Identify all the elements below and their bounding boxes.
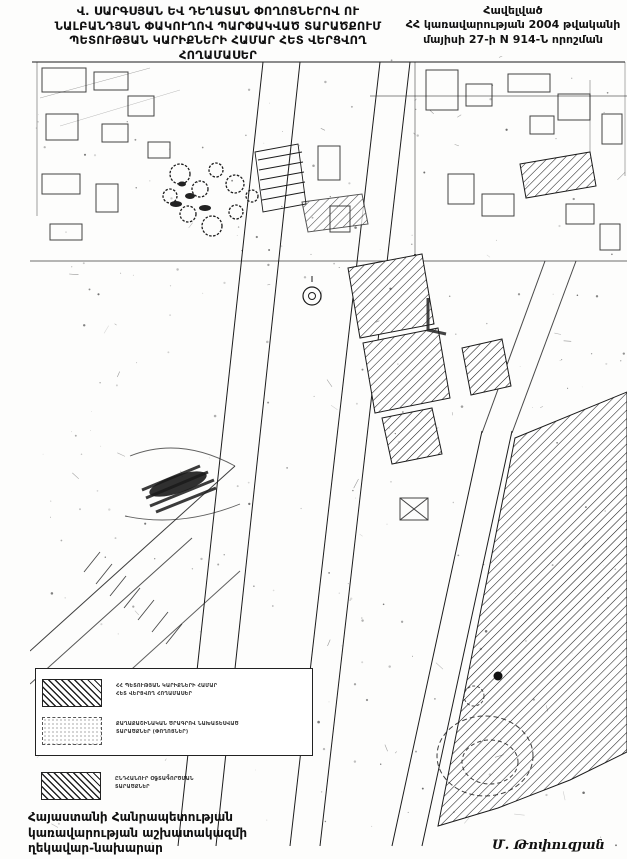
legend-label-line: ԸՆԴՀԱՆՈՒՐ ՕԳՏԱԳՈՐԾՄԱՆ — [115, 776, 194, 782]
map-title-line: ՆԱԼԲԱՆԴՅԱՆ ՓԱԿՈՒՂՈՎ ՊԱՐՓԱԿՎԱԾ ՏԱՐԱԾՔՈՒՄ — [54, 18, 382, 33]
map-title-line: ՊԵՏՈՒԹՅԱՆ ԿԱՐԻՔՆԵՐԻ ՀԱՄԱՐ ՀԵՏ ՎԵՐՑՎՈՂ — [69, 33, 367, 48]
signatory-name: Մ. Թոփուզյան — [492, 838, 605, 853]
signature-block: Հայաստանի Հանրապետության կառավարության ա… — [28, 810, 247, 857]
map-title: Վ. ՍԱՐԳՍՅԱՆ ԵՎ ԴԵՂԱՏԱՆ ՓՈՂՈՑՆԵՐՈՎ ՈՒ ՆԱԼ… — [22, 4, 414, 63]
annex-decree-number: մայիսի 27-ի N 914-Ն որոշման — [423, 32, 603, 46]
hatched-parcel — [347, 253, 435, 339]
map-title-line: Վ. ՍԱՐԳՍՅԱՆ ԵՎ ԴԵՂԱՏԱՆ ՓՈՂՈՑՆԵՐՈՎ ՈՒ — [76, 4, 360, 18]
map-title-line: ՀՈՂԱՄԱՍԵՐ — [178, 48, 258, 63]
survey-dot — [493, 671, 503, 681]
tree-cluster — [162, 162, 259, 237]
map-legend: ՀՀ ՊԵՏՈՒԹՅԱՆ ԿԱՐԻՔՆԵՐԻ ՀԱՄԱՐ ՀԵՏ ՎԵՐՑՎՈՂ… — [35, 668, 313, 800]
annex-reference: Հավելված ՀՀ կառավարության 2004 թվականի մ… — [402, 4, 624, 47]
hatched-parcel — [381, 407, 443, 465]
signature-line: ղեկավար-նախարար — [28, 841, 163, 856]
legend-item: ՀՀ ՊԵՏՈՒԹՅԱՆ ԿԱՐԻՔՆԵՐԻ ՀԱՄԱՐ ՀԵՏ ՎԵՐՑՎՈՂ… — [42, 679, 306, 707]
legend-label-line: ՏԱՐԱԾՔՆԵՐ (ՓՈՂՈՑՆԵՐ) — [116, 728, 189, 735]
hatched-parcel-large — [437, 391, 627, 827]
dense-scribble-area — [124, 447, 241, 521]
legend-item: ԸՆԴՀԱՆՈՒՐ ՕԳՏԱԳՈՐԾՄԱՆ ՏԱՐԱԾՔՆԵՐ — [35, 772, 313, 800]
building-outlines — [41, 67, 623, 521]
legend-swatch-dots — [42, 717, 102, 745]
legend-label-line: ՀԵՏ ՎԵՐՑՎՈՂ ՀՈՂԱՄԱՍԵՐ — [116, 690, 193, 697]
hatched-parcel — [461, 338, 512, 396]
legend-swatch-hatch — [41, 772, 101, 800]
annex-word: Հավելված — [483, 4, 543, 17]
railway-tick-marks — [83, 551, 183, 645]
annex-decree-year: ՀՀ կառավարության 2004 թվականի — [405, 18, 621, 32]
signature-line: Հայաստանի Հանրապետության — [28, 810, 233, 824]
legend-swatch-hatch — [42, 679, 102, 707]
legend-label: ԸՆԴՀԱՆՈՒՐ ՕԳՏԱԳՈՐԾՄԱՆ ՏԱՐԱԾՔՆԵՐ — [115, 772, 194, 791]
contour-circles — [436, 671, 534, 797]
legend-label: ՀՀ ՊԵՏՈՒԹՅԱՆ ԿԱՐԻՔՆԵՐԻ ՀԱՄԱՐ ՀԵՏ ՎԵՐՑՎՈՂ… — [116, 679, 217, 698]
legend-label: ՔԱՂԱՔԱՇԻՆԱԿԱՆ ԾՐԱԳՐՈՎ ՆԱԽԱՏԵՍՎԱԾ ՏԱՐԱԾՔՆ… — [116, 717, 239, 736]
legend-item: ՔԱՂԱՔԱՇԻՆԱԿԱՆ ԾՐԱԳՐՈՎ ՆԱԽԱՏԵՍՎԱԾ ՏԱՐԱԾՔՆ… — [42, 717, 306, 745]
hatched-parcels — [301, 151, 627, 827]
hatched-parcel — [362, 327, 451, 414]
legend-label-line: ՀՀ ՊԵՏՈՒԹՅԱՆ ԿԱՐԻՔՆԵՐԻ ՀԱՄԱՐ — [116, 683, 218, 689]
legend-label-line: ՏԱՐԱԾՔՆԵՐ — [115, 783, 150, 790]
hatched-parcel — [301, 193, 369, 233]
legend-box: ՀՀ ՊԵՏՈՒԹՅԱՆ ԿԱՐԻՔՆԵՐԻ ՀԱՄԱՐ ՀԵՏ ՎԵՐՑՎՈՂ… — [35, 668, 313, 756]
survey-point-symbol — [302, 276, 322, 306]
signature-line: կառավարության աշխատակազմի — [28, 825, 248, 840]
stair-hatch-building — [254, 143, 307, 213]
hatched-parcel — [519, 151, 597, 199]
tree-shade-blobs — [170, 181, 211, 211]
legend-label-line: ՔԱՂԱՔԱՇԻՆԱԿԱՆ ԾՐԱԳՐՈՎ ՆԱԽԱՏԵՍՎԱԾ — [116, 721, 239, 727]
survey-grid-lines — [30, 61, 627, 268]
